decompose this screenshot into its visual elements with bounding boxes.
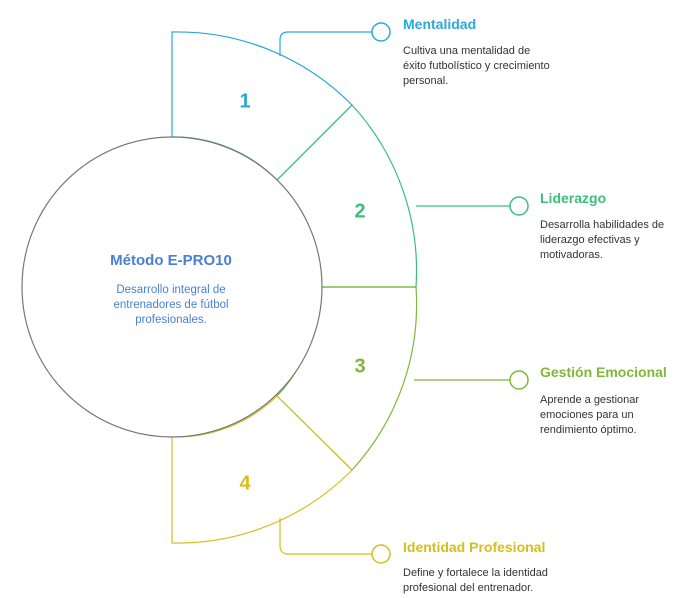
connector-node-1 [371,22,391,42]
connector-node-3 [509,370,529,390]
segment-4 [171,395,353,544]
connector-4 [279,518,372,555]
identidad-profesional-title: Identidad Profesional [403,539,546,555]
identidad-profesional-description: Define y fortalece la identidad profesio… [403,567,548,594]
liderazgo-title: Liderazgo [540,190,607,206]
mentalidad-description: Cultiva una mentalidad de éxito futbolís… [403,45,550,87]
center-circle [21,136,323,438]
gestion-emocional-title: Gestión Emocional [540,364,667,380]
segment-number-2: 2 [354,200,365,222]
segment-number-3: 3 [354,355,365,377]
connector-node-2 [509,196,529,216]
center-description: Desarrollo integral de entrenadores de f… [113,284,229,326]
gestion-emocional-description: Aprende a gestionar emociones para un re… [540,394,640,436]
mentalidad-title: Mentalidad [403,16,477,32]
segment-number-1: 1 [239,90,250,112]
segment-number-4: 4 [239,472,251,494]
liderazgo-description: Desarrolla habilidades de liderazgo efec… [540,219,665,261]
connector-node-4 [371,544,391,564]
connector-1 [279,31,372,56]
center-title: Método E-PRO10 [110,252,232,269]
